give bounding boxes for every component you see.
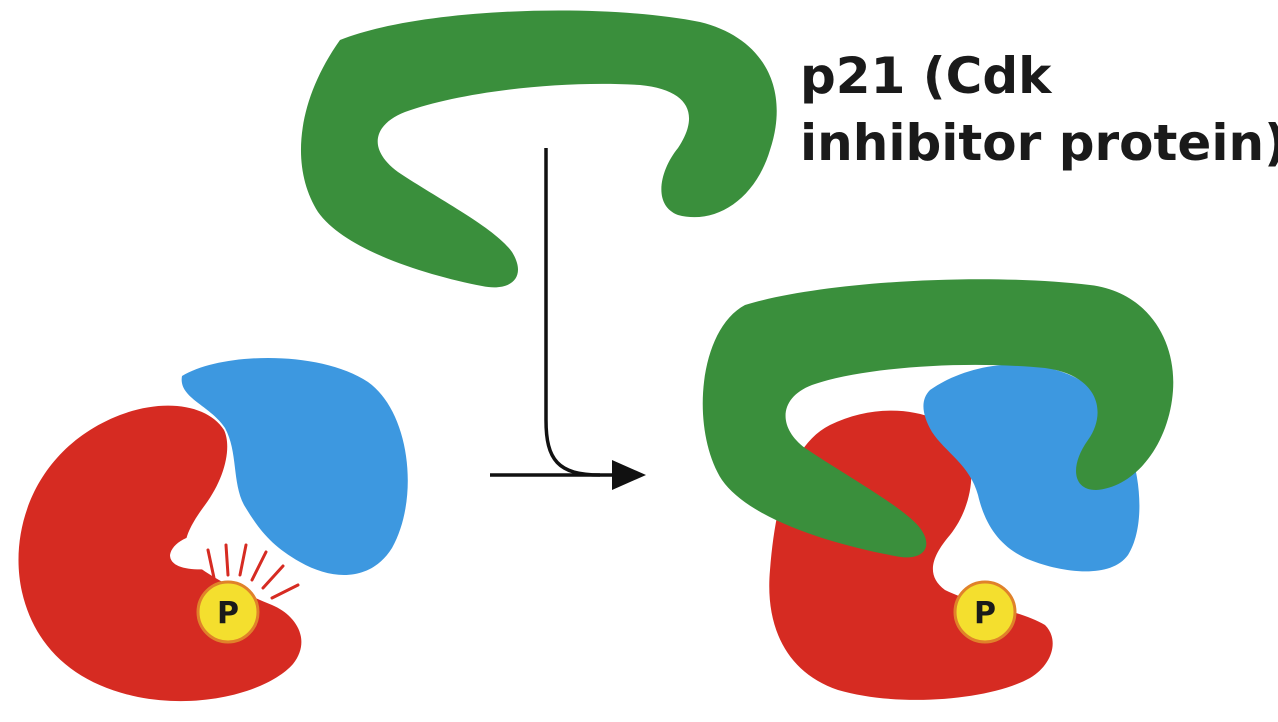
glow-line	[270, 583, 300, 600]
arrow-head	[612, 460, 646, 490]
p21-label-line2: inhibitor protein)	[800, 114, 1278, 172]
inhibition-curve	[544, 148, 601, 477]
glow-line	[250, 550, 268, 582]
phosphate-circle	[953, 580, 1017, 644]
cyclin-protein-right	[923, 364, 1140, 572]
glow-line	[261, 564, 285, 590]
cdk-cleft-notch	[170, 532, 238, 570]
phosphate-circle	[196, 580, 260, 644]
phosphate-label-right: P	[974, 596, 996, 631]
inhibited-cdk-cyclin-p21-complex: P	[702, 279, 1174, 700]
p21-free-shape	[300, 10, 777, 288]
phosphate-glow-lines	[206, 543, 300, 600]
glow-line	[224, 543, 230, 577]
glow-line	[238, 543, 248, 577]
phosphate-left: P	[196, 580, 260, 644]
p21-label-line1: p21 (Cdk	[800, 47, 1053, 105]
phosphate-label-left: P	[217, 596, 239, 631]
p21-bound-shape	[702, 279, 1174, 558]
cyclin-protein-left	[181, 357, 408, 575]
phosphate-right: P	[953, 580, 1017, 644]
glow-line	[206, 548, 216, 580]
inhibition-arrow	[490, 148, 646, 490]
active-cdk-cyclin-complex: P	[18, 357, 408, 702]
